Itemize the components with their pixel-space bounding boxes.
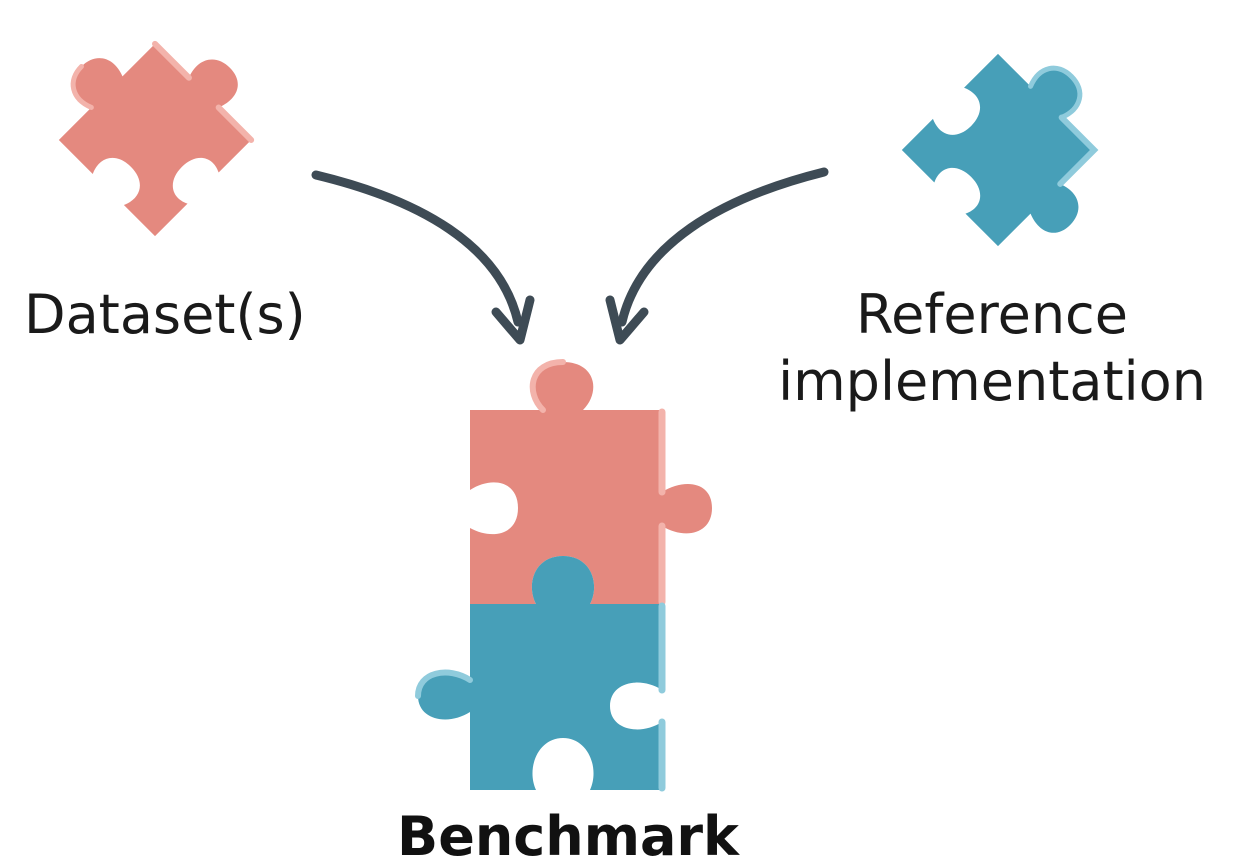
right-curved-arrow-icon: [605, 167, 829, 345]
dataset-label: Dataset(s): [24, 283, 306, 346]
reference-label-line2: implementation: [778, 350, 1206, 413]
left-curved-arrow-icon: [311, 170, 535, 345]
benchmark-top-puzzle-piece-icon: [470, 359, 712, 606]
reference-puzzle-piece-icon: [901, 53, 1099, 247]
reference-label-line1: Reference: [856, 283, 1128, 346]
dataset-puzzle-piece-icon: [58, 40, 255, 237]
benchmark-bottom-puzzle-piece-icon: [415, 556, 666, 792]
benchmark-label: Benchmark: [397, 805, 740, 863]
